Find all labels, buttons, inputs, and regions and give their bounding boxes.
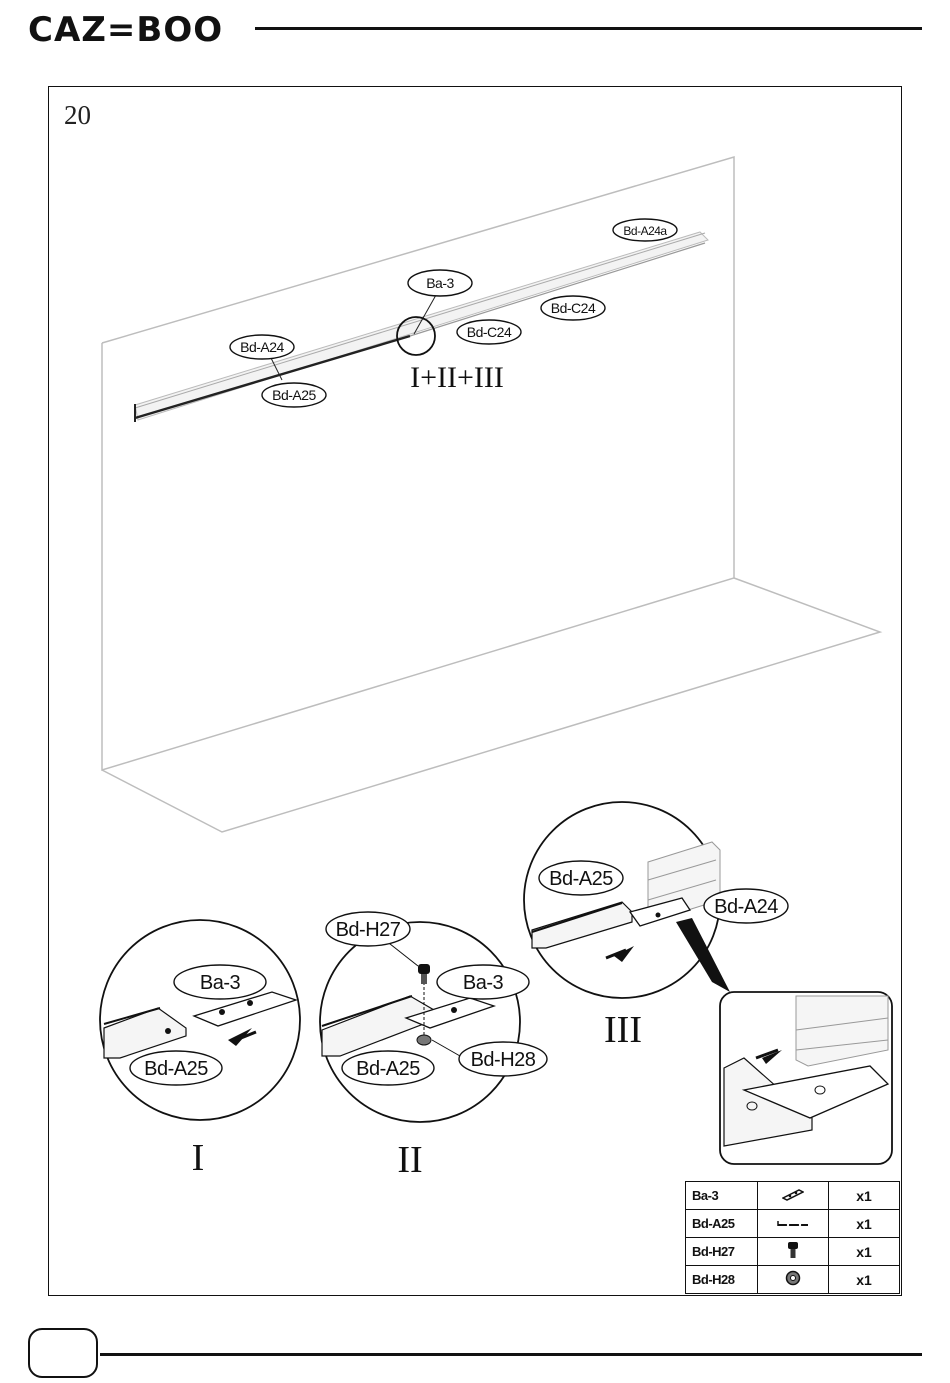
part-qty: x1	[829, 1266, 900, 1294]
detail-two	[320, 912, 547, 1122]
detail-one-numeral: I	[192, 1137, 205, 1179]
table-row: Bd-H28 x1	[686, 1266, 900, 1294]
callout-ba-3-label: Ba-3	[426, 275, 454, 291]
detail-three-bd-a24-label: Bd-A24	[714, 896, 778, 918]
part-qty: x1	[829, 1182, 900, 1210]
part-code: Ba-3	[686, 1182, 758, 1210]
rail-connector-icon	[758, 1210, 829, 1238]
callout-bd-a24-label: Bd-A24	[240, 339, 284, 355]
table-row: Ba-3 x1	[686, 1182, 900, 1210]
page-number-tab	[28, 1328, 98, 1378]
detail-one-bd-a25-label: Bd-A25	[144, 1058, 208, 1080]
plate-icon	[758, 1182, 829, 1210]
part-qty: x1	[829, 1238, 900, 1266]
detail-one	[100, 920, 300, 1120]
footer-rule	[100, 1353, 922, 1356]
parts-list-table: Ba-3 x1 Bd-A25 x1 Bd-H27 x1 Bd-H28 x1	[685, 1181, 900, 1294]
detail-two-bd-h28-label: Bd-H28	[471, 1049, 536, 1071]
table-row: Bd-A25 x1	[686, 1210, 900, 1238]
part-code: Bd-H28	[686, 1266, 758, 1294]
part-code: Bd-H27	[686, 1238, 758, 1266]
detail-one-ba-3-label: Ba-3	[200, 972, 241, 994]
detail-two-ba-3-label: Ba-3	[463, 972, 504, 994]
callout-bd-c24-top-label: Bd-C24	[551, 300, 596, 316]
detail-three-zoom-inset	[720, 992, 892, 1164]
detail-three-numeral: III	[604, 1009, 642, 1051]
callout-bd-a24a-label: Bd-A24a	[623, 224, 667, 238]
detail-two-numeral: II	[397, 1139, 422, 1181]
nut-icon	[758, 1266, 829, 1294]
detail-two-bd-h27-label: Bd-H27	[336, 919, 401, 941]
callout-bd-c24-mid-label: Bd-C24	[467, 324, 512, 340]
table-row: Bd-H27 x1	[686, 1238, 900, 1266]
detail-two-bd-a25-label: Bd-A25	[356, 1058, 420, 1080]
screw-icon	[758, 1238, 829, 1266]
part-code: Bd-A25	[686, 1210, 758, 1238]
detail-three-bd-a25-label: Bd-A25	[549, 868, 613, 890]
room-outline	[102, 157, 880, 832]
part-qty: x1	[829, 1210, 900, 1238]
callout-bd-a25-label: Bd-A25	[272, 387, 316, 403]
detail-reference-label: I+II+III	[410, 361, 504, 394]
